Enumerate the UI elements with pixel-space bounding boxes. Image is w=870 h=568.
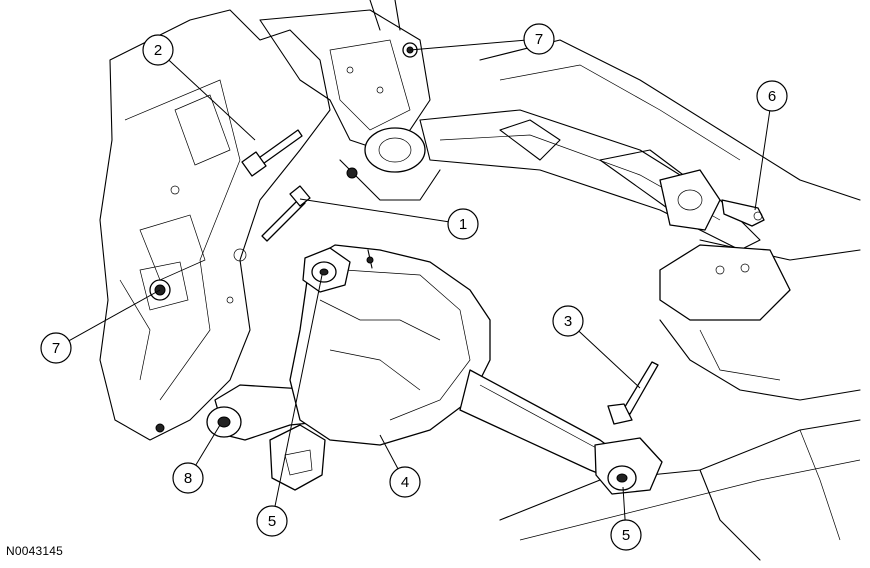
callout-leader-line: [409, 39, 525, 51]
callout-bubble: [523, 23, 555, 55]
callout-leader-line: [274, 274, 323, 507]
callout-6: 6: [754, 80, 788, 211]
callout-8: 8: [172, 424, 221, 494]
callout-number: 2: [154, 42, 162, 59]
callout-bubble: [610, 519, 642, 551]
callout-bubble: [142, 34, 174, 66]
callout-number: 3: [564, 313, 572, 330]
callout-number: 5: [622, 527, 630, 544]
callout-leader-line: [622, 486, 626, 521]
callout-leader-line: [578, 330, 641, 389]
callout-bubble: [389, 466, 421, 498]
callout-bubble: [172, 462, 204, 494]
callout-bubble: [447, 208, 479, 240]
callout-3: 3: [552, 305, 641, 389]
callout-number: 6: [768, 88, 776, 105]
callout-number: 8: [184, 470, 192, 487]
callout-2: 2: [142, 34, 256, 141]
callout-5: 5: [256, 274, 323, 537]
callout-group: 1 2 3 4 5 5 6 7 7 8: [40, 23, 788, 551]
callout-bubble: [552, 305, 584, 337]
callout-number: 5: [268, 513, 276, 530]
callout-leader-line: [379, 434, 399, 469]
callout-number: 7: [52, 340, 60, 357]
callout-7: 7: [40, 289, 161, 364]
callout-leader-line: [168, 59, 256, 141]
figure-id-label: N0043145: [6, 544, 63, 558]
callout-1: 1: [299, 198, 479, 240]
callout-number: 4: [401, 474, 409, 491]
callout-bubble: [256, 505, 288, 537]
callout-leader-line: [195, 424, 221, 466]
callout-4: 4: [379, 434, 421, 498]
callout-bubble: [756, 80, 788, 112]
callout-7: 7: [409, 23, 555, 55]
vehicle-frame-lineart: [99, 0, 861, 561]
differential-carrier: [155, 244, 663, 495]
callout-leader-line: [754, 110, 771, 211]
callout-leader-line: [68, 289, 161, 342]
callout-bubble: [40, 332, 72, 364]
bolt-parts: [241, 129, 659, 425]
callout-number: 7: [535, 31, 543, 48]
callout-number: 1: [459, 216, 467, 233]
callout-leader-line: [299, 198, 449, 223]
callout-5: 5: [610, 486, 642, 551]
